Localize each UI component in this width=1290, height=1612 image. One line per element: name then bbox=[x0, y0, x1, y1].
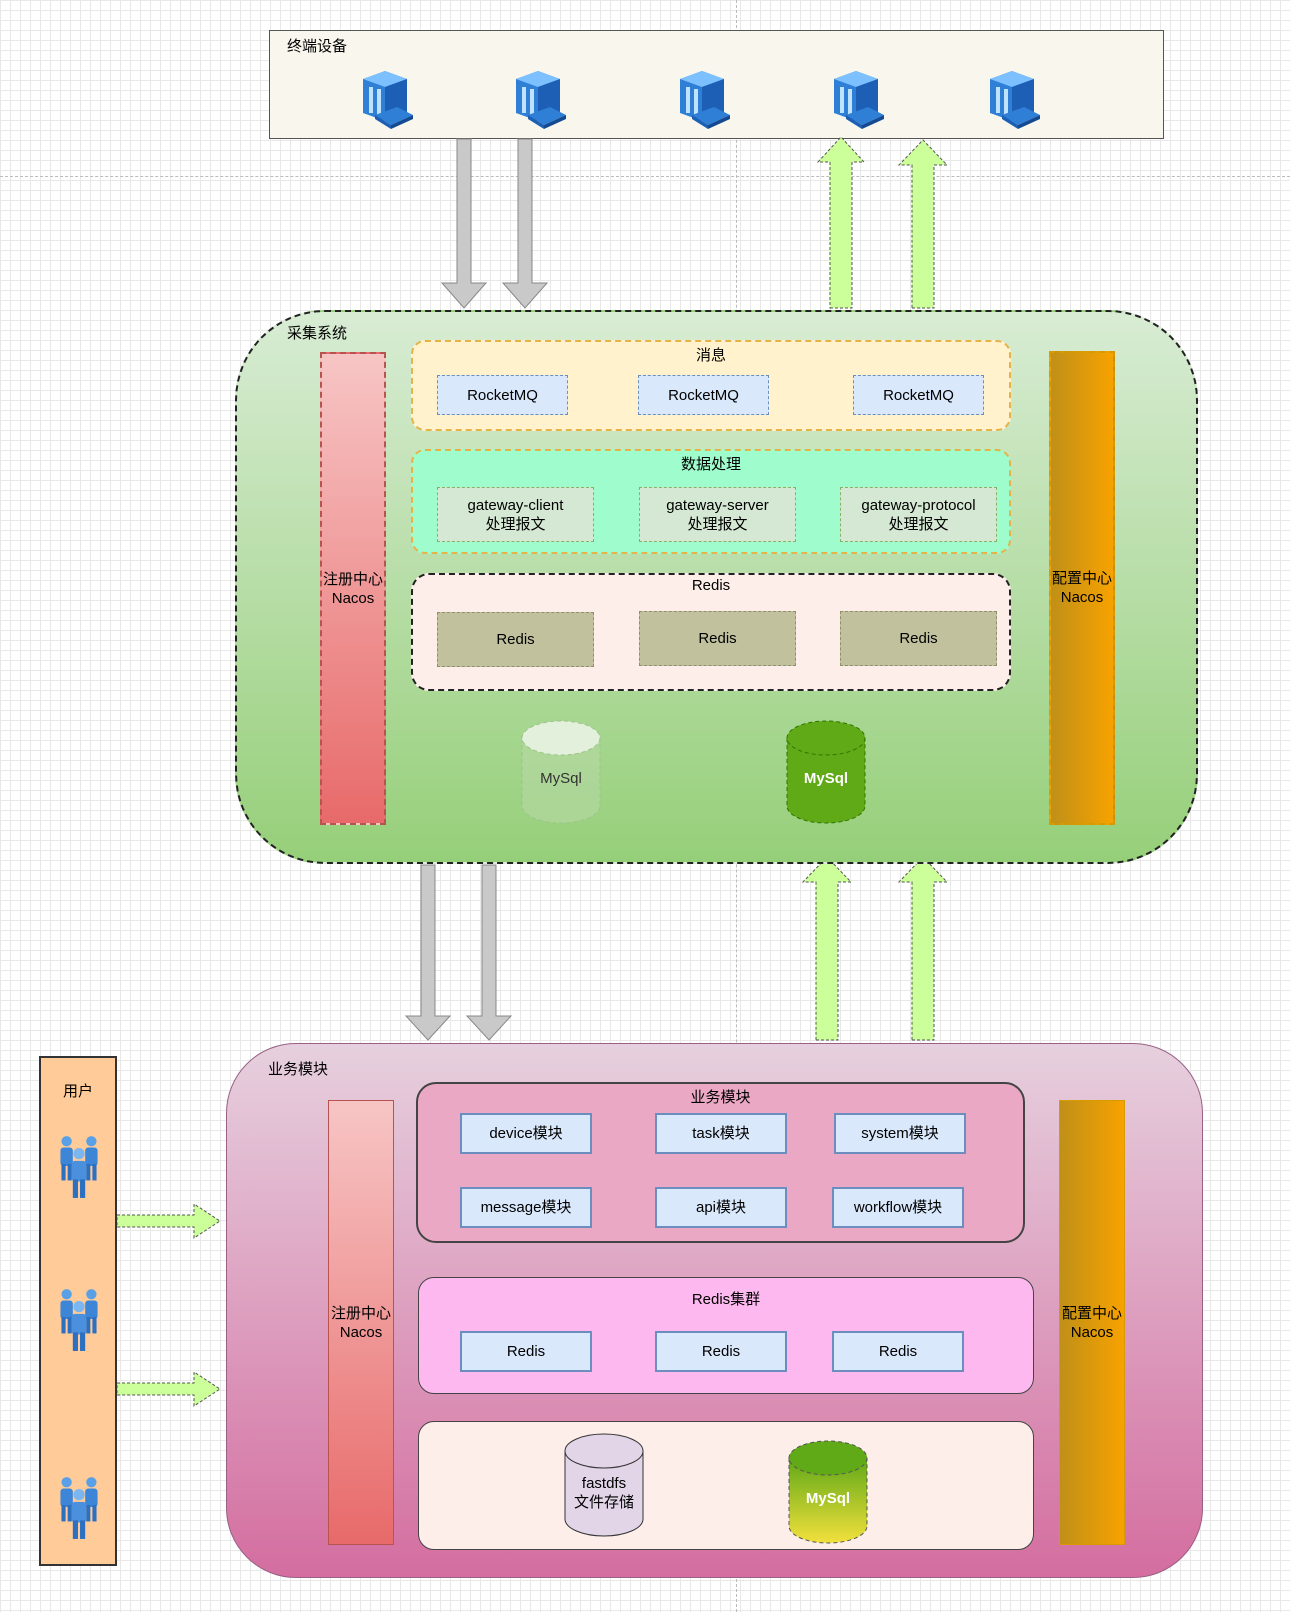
task-module[interactable]: task模块 bbox=[655, 1113, 787, 1154]
data-processing-title: 数据处理 bbox=[680, 456, 741, 473]
mysql-database-faded[interactable]: MySql bbox=[521, 720, 601, 824]
message-module[interactable]: message模块 bbox=[460, 1187, 592, 1228]
config-label: 配置中心 bbox=[1061, 1304, 1122, 1322]
mysql-database[interactable]: MySql bbox=[788, 1440, 868, 1544]
mysql-database[interactable]: MySql bbox=[786, 720, 866, 824]
config-sublabel: Nacos bbox=[1070, 1323, 1114, 1341]
mysql-label: MySql bbox=[540, 769, 582, 787]
gateway-name: gateway-protocol bbox=[861, 496, 976, 514]
rocketmq-node[interactable]: RocketMQ bbox=[437, 375, 568, 415]
right-arrow bbox=[116, 1203, 221, 1407]
gateway-desc: 处理报文 bbox=[888, 515, 949, 533]
guide-line-horizontal bbox=[0, 176, 1290, 177]
fastdfs-label: fastdfs 文件存储 bbox=[564, 1469, 644, 1517]
gateway-server-node[interactable]: gateway-server 处理报文 bbox=[639, 487, 796, 542]
api-module[interactable]: api模块 bbox=[655, 1187, 787, 1228]
storage-group[interactable] bbox=[418, 1421, 1034, 1550]
gateway-desc: 处理报文 bbox=[485, 515, 546, 533]
fastdfs-storage[interactable]: fastdfs 文件存储 bbox=[564, 1433, 644, 1537]
registry-sublabel: Nacos bbox=[331, 589, 375, 607]
gateway-desc: 处理报文 bbox=[687, 515, 748, 533]
registry-label: 注册中心 bbox=[330, 1304, 391, 1322]
gateway-name: gateway-client bbox=[467, 496, 564, 514]
terminal-title: 终端设备 bbox=[287, 38, 348, 55]
registry-sublabel: Nacos bbox=[339, 1323, 383, 1341]
terminal-devices-box[interactable]: 终端设备 bbox=[269, 30, 1164, 139]
users-title: 用户 bbox=[62, 1083, 93, 1100]
server-icon bbox=[990, 71, 1040, 129]
redis-node[interactable]: Redis bbox=[832, 1331, 964, 1372]
workflow-module[interactable]: workflow模块 bbox=[832, 1187, 964, 1228]
redis-group-title: Redis bbox=[691, 577, 731, 594]
redis-cluster-title: Redis集群 bbox=[691, 1291, 761, 1308]
system-module[interactable]: system模块 bbox=[834, 1113, 966, 1154]
rocketmq-node[interactable]: RocketMQ bbox=[638, 375, 769, 415]
fastdfs-name: fastdfs bbox=[581, 1475, 627, 1492]
server-icon bbox=[516, 71, 566, 129]
server-icon bbox=[680, 71, 730, 129]
gateway-name: gateway-server bbox=[666, 496, 769, 514]
config-center-nacos[interactable]: 配置中心 Nacos bbox=[1059, 1100, 1125, 1545]
registry-label: 注册中心 bbox=[322, 570, 383, 588]
fastdfs-desc: 文件存储 bbox=[573, 1494, 634, 1511]
redis-node[interactable]: Redis bbox=[460, 1331, 592, 1372]
gateway-protocol-node[interactable]: gateway-protocol 处理报文 bbox=[840, 487, 997, 542]
redis-node[interactable]: Redis bbox=[840, 611, 997, 666]
collect-system-title: 采集系统 bbox=[287, 325, 348, 342]
mysql-label: MySql bbox=[805, 1489, 851, 1507]
config-sublabel: Nacos bbox=[1060, 589, 1104, 606]
registry-center-nacos[interactable]: 注册中心 Nacos bbox=[328, 1100, 394, 1545]
business-module-title: 业务模块 bbox=[268, 1061, 329, 1078]
server-icon bbox=[363, 71, 413, 129]
users-icon bbox=[60, 1289, 98, 1351]
config-label: 配置中心 bbox=[1051, 570, 1112, 587]
business-modules-title: 业务模块 bbox=[690, 1089, 751, 1106]
database-icon bbox=[788, 1440, 868, 1544]
redis-node[interactable]: Redis bbox=[639, 611, 796, 666]
rocketmq-node[interactable]: RocketMQ bbox=[853, 375, 984, 415]
redis-node[interactable]: Redis bbox=[437, 612, 594, 667]
database-icon bbox=[521, 720, 601, 824]
registry-center-nacos[interactable]: 注册中心 Nacos bbox=[320, 352, 386, 825]
mysql-label: MySql bbox=[803, 769, 849, 787]
database-icon bbox=[564, 1433, 644, 1537]
device-module[interactable]: device模块 bbox=[460, 1113, 592, 1154]
config-center-nacos[interactable]: 配置中心 Nacos bbox=[1049, 351, 1115, 825]
users-icon bbox=[60, 1477, 98, 1539]
database-icon bbox=[786, 720, 866, 824]
server-icon bbox=[834, 71, 884, 129]
users-box[interactable]: 用户 bbox=[39, 1056, 117, 1566]
message-group-title: 消息 bbox=[695, 347, 726, 364]
redis-node[interactable]: Redis bbox=[655, 1331, 787, 1372]
gateway-client-node[interactable]: gateway-client 处理报文 bbox=[437, 487, 594, 542]
users-icon bbox=[60, 1136, 98, 1198]
